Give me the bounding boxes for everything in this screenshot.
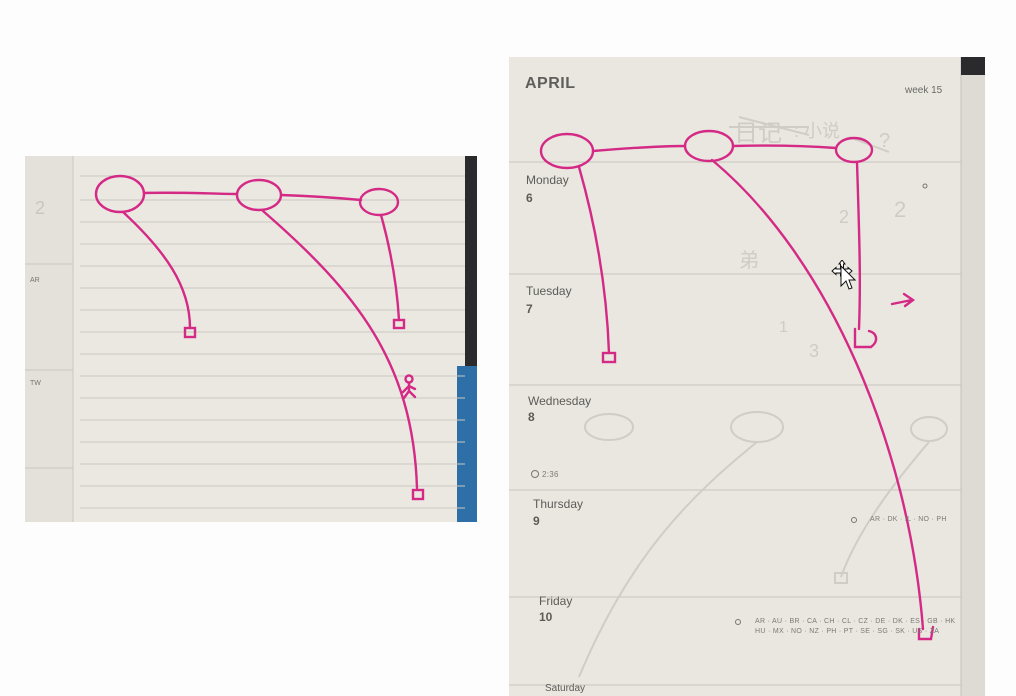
- svg-text:: 小说: : 小说: [794, 121, 840, 141]
- day-name-thursday: Thursday: [533, 497, 584, 511]
- friday-holidays-line1: AR · AU · BR · CA · CH · CL · CZ · DE · …: [755, 618, 956, 625]
- svg-text:3: 3: [809, 341, 819, 361]
- planner-right-drawing: 日记 : 小说 ? 弟 2 2 1 3: [509, 57, 985, 696]
- day-name-monday: Monday: [526, 173, 569, 187]
- svg-text:日记: 日记: [734, 120, 782, 147]
- day-number-friday: 10: [539, 610, 553, 624]
- day-name-tuesday: Tuesday: [526, 284, 572, 298]
- margin-label-ar: AR: [30, 277, 40, 284]
- photo-notebook-left: 2 AR TW: [25, 156, 477, 522]
- thursday-holidays: AR · DK · IL · NO · PH: [870, 516, 947, 523]
- arrow-pointer-icon: [840, 265, 856, 293]
- month-title: APRIL: [525, 75, 576, 92]
- margin-label-tw: TW: [30, 380, 41, 387]
- svg-text:2: 2: [839, 207, 849, 227]
- svg-text:2: 2: [894, 197, 906, 222]
- day-name-wednesday: Wednesday: [528, 394, 592, 408]
- svg-text:1: 1: [779, 319, 788, 336]
- day-number-thursday: 9: [533, 514, 540, 528]
- week-label: week 15: [905, 85, 943, 96]
- day-number-wednesday: 8: [528, 410, 535, 424]
- day-name-friday: Friday: [539, 594, 573, 608]
- notebook-left-drawing: 2: [25, 156, 477, 522]
- photo-planner-right: 日记 : 小说 ? 弟 2 2 1 3: [509, 57, 985, 696]
- friday-holidays-line2: HU · MX · NO · NZ · PH · PT · SE · SG · …: [755, 628, 940, 635]
- svg-text:弟: 弟: [739, 249, 759, 272]
- svg-text:?: ?: [879, 130, 890, 152]
- time-note: 2:36: [542, 470, 559, 479]
- day-name-saturday-partial: Saturday: [545, 683, 586, 694]
- svg-text:2: 2: [35, 198, 45, 218]
- day-number-monday: 6: [526, 191, 533, 205]
- day-number-tuesday: 7: [526, 302, 533, 316]
